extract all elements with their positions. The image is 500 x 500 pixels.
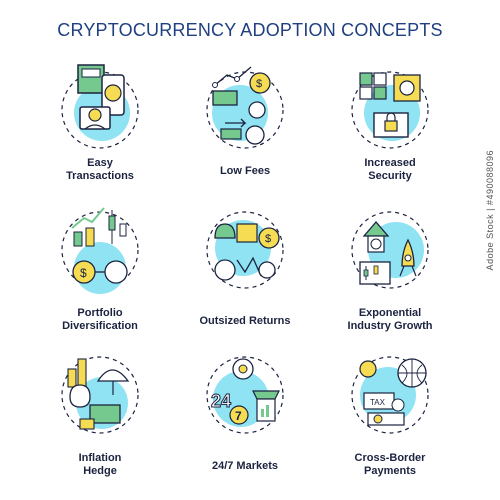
tile-label: Increased Security xyxy=(364,157,416,182)
tile-easy-transactions: Easy Transactions xyxy=(40,55,160,195)
tile-low-fees: $ Low Fees xyxy=(185,55,305,195)
tile-label: Easy Transactions xyxy=(66,157,134,182)
svg-text:$: $ xyxy=(80,266,87,280)
svg-text:7: 7 xyxy=(235,409,242,423)
moneybag-calendar-icon: $ xyxy=(206,211,284,289)
svg-text:24: 24 xyxy=(211,391,231,411)
tile-label: Low Fees xyxy=(219,165,271,177)
tile-label: Outsized Returns xyxy=(199,315,291,327)
tile-label: Exponential Industry Growth xyxy=(347,307,433,332)
candlestick-coins-icon: $ xyxy=(61,207,139,294)
tile-24-7-markets: 24 7 24/7 Markets xyxy=(185,345,305,485)
umbrella-moneybag-icon xyxy=(61,356,139,434)
tile-label: 24/7 Markets xyxy=(211,460,279,472)
tile-label: Inflation Hedge xyxy=(78,452,122,477)
money-exchange-icon: $ xyxy=(206,66,284,149)
stock-watermark: Adobe Stock | #490088096 xyxy=(485,150,495,271)
tile-inflation-hedge: Inflation Hedge xyxy=(40,345,160,485)
page-title: CRYPTOCURRENCY ADOPTION CONCEPTS xyxy=(57,20,443,40)
svg-text:$: $ xyxy=(265,233,271,245)
svg-text:TAX: TAX xyxy=(370,398,386,407)
tile-label: Portfolio Diversification xyxy=(62,307,138,332)
svg-text:$: $ xyxy=(256,78,262,90)
globe-tax-icon: TAX xyxy=(351,356,429,434)
tile-increased-security: Increased Security xyxy=(330,55,450,195)
rocket-chart-icon xyxy=(351,211,429,289)
clock-shop-icon: 24 7 xyxy=(206,356,284,434)
tile-label: Cross-Border Payments xyxy=(354,452,426,477)
blockchain-lock-icon xyxy=(351,71,429,149)
tile-portfolio-diversification: $ Portfolio Diversification xyxy=(40,200,160,340)
tile-exponential-industry-growth: Exponential Industry Growth xyxy=(330,200,450,340)
tile-cross-border-payments: TAX Cross-Border Payments xyxy=(330,345,450,485)
atm-phone-person-icon xyxy=(61,64,139,149)
icon-grid: Easy Transactions $ Low Fees xyxy=(40,55,450,477)
tile-outsized-returns: $ Outsized Returns xyxy=(185,200,305,340)
